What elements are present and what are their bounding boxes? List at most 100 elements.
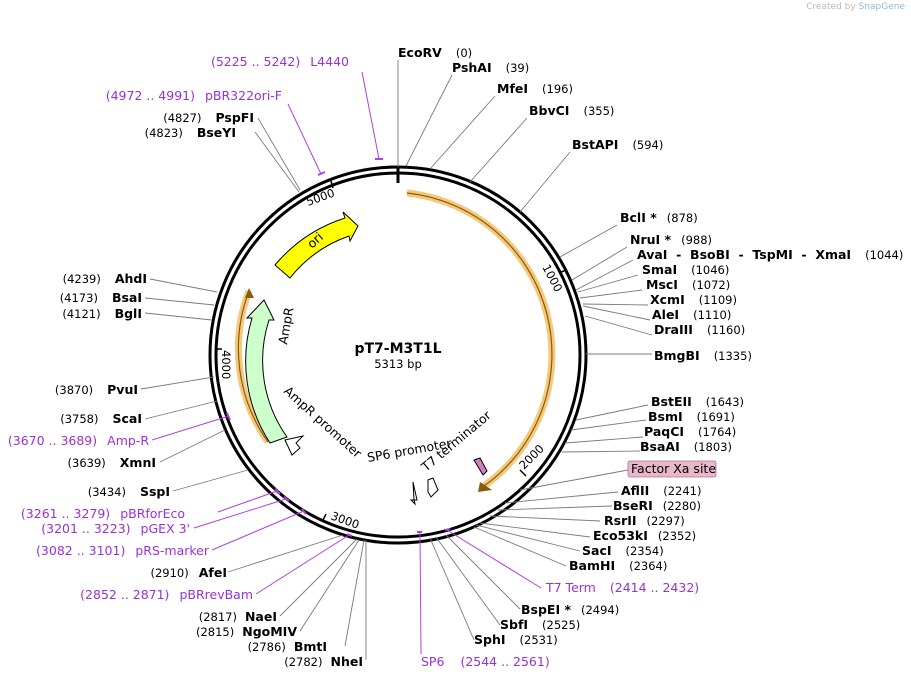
site-bbvci: BbvCI(355) (529, 103, 614, 118)
site-bsteii: BstEII(1643) (651, 394, 744, 409)
leader-sbfi (435, 536, 501, 626)
tick-2000-mark (519, 469, 527, 477)
leader-bsteii (575, 404, 649, 421)
site-ecorv: EcoRV(0) (398, 45, 472, 60)
plasmid-name: pT7-M3T1L (354, 341, 441, 357)
site-bsmi: BsmI(1691) (648, 409, 735, 424)
sp6-promoter-feature (409, 481, 418, 506)
site-leader-lines (140, 60, 653, 660)
primer-pbrforeco: (3261 .. 3279)pBRforEco (21, 506, 185, 521)
leader-factorxa (519, 469, 629, 491)
site-scai: (3758)ScaI (60, 411, 142, 426)
leader-pvui (140, 376, 215, 390)
leader-bbvci (469, 117, 528, 183)
leader-draiii (584, 315, 653, 336)
leader-mfei (429, 95, 496, 170)
site-bstapi: BstAPI(594) (572, 137, 663, 152)
primer-mark-t7term (444, 528, 451, 531)
site-xmni: (3639)XmnI (68, 455, 156, 470)
leader-smai (577, 274, 639, 293)
pleader-pbrrevbam (255, 534, 350, 595)
site-bmti: (2786)BmtI (248, 639, 327, 654)
leader-ahdi (149, 278, 218, 293)
leader-bsaai (561, 450, 641, 453)
site-msci: MscI(1072) (646, 277, 730, 292)
ampr-feature (245, 299, 288, 444)
site-bmgbi: BmgBI(1335) (654, 348, 752, 363)
leader-paqci (564, 436, 644, 444)
site-avai-group: AvaI - BsoBI - TspMI - XmaI(1044) (637, 247, 903, 262)
site-afei: (2910)AfeI (151, 565, 228, 580)
factor-xa-highlight (627, 460, 717, 478)
tick-1000-mark (558, 269, 567, 274)
site-saci: SacI(2354) (582, 543, 664, 558)
site-bseyi: (4823)BseYI (145, 125, 236, 140)
site-paqci: PaqCI(1764) (644, 424, 736, 439)
leader-nrui (571, 246, 628, 281)
leader-bgli (144, 312, 213, 321)
site-xcmi: XcmI(1109) (650, 292, 737, 307)
snapgene-credit: Created by SnapGene (806, 2, 905, 12)
leader-bstapi (519, 151, 571, 213)
leader-bseri (497, 505, 613, 511)
leader-scai (144, 400, 218, 420)
leader-pspfi (257, 117, 301, 191)
site-ngomiv: (2815)NgoMIV (196, 624, 297, 639)
site-nhei: (2782)NheI (284, 654, 363, 669)
leader-bcli (559, 224, 618, 258)
ampr-promoter-feature (284, 435, 305, 456)
site-draiii: DraIII(1160) (654, 322, 745, 337)
site-bcli: BclI *(878) (620, 210, 698, 225)
site-pvui: (3870)PvuI (55, 382, 138, 397)
site-bsai: (4173)BsaI (60, 290, 142, 305)
t7-arrow-feature (427, 477, 439, 498)
leader-avai (575, 259, 634, 291)
leader-bseyi (254, 131, 300, 193)
pleader-sp6 (419, 531, 422, 655)
t7-terminator-feature (473, 457, 488, 476)
site-nrui: NruI *(988) (630, 232, 712, 247)
leader-aflii (504, 491, 619, 504)
leader-rsrii (489, 515, 601, 522)
site-sphi: SphI(2531) (474, 632, 558, 647)
leader-pshai (405, 74, 453, 167)
primer-ampr: (3670 .. 3689)Amp-R (8, 433, 149, 448)
primer-pbrrevbam: (2852 .. 2871)pBRrevBam (80, 587, 253, 602)
pleader-pbrforeco (217, 490, 278, 513)
site-alei: AleI(1110) (652, 307, 731, 322)
leader-bmti (344, 539, 365, 647)
pleader-pbr322ori (287, 103, 322, 175)
leader-bsai (144, 297, 215, 306)
leader-eco53ki (479, 522, 591, 538)
plasmid-size: 5313 bp (374, 357, 422, 371)
leader-bsmi (570, 419, 647, 431)
site-bamhi: BamHI(2364) (569, 558, 667, 573)
leader-saci (475, 524, 581, 552)
site-mfei: MfeI(196) (497, 81, 573, 96)
orf-arrowhead (478, 482, 492, 492)
site-bsaai: BsaAI(1803) (640, 439, 732, 454)
primer-mark-pbrrevbam (346, 533, 353, 537)
site-smai: SmaI(1046) (642, 262, 729, 277)
site-aflii: AflII(2241) (621, 483, 702, 498)
ori-feature (274, 211, 359, 279)
tick-5000-mark (330, 180, 334, 189)
primer-pgex: (3201 .. 3223)pGEX 3' (41, 521, 190, 536)
factor-xa-label: Factor Xa site (631, 461, 716, 476)
leader-sspi (172, 469, 249, 492)
ampr-label: AmpR (275, 306, 296, 346)
leader-msci (579, 289, 643, 299)
snapgene-logo-text: SnapGene (858, 2, 905, 12)
site-eco53ki: Eco53kI(2352) (593, 528, 696, 543)
primer-t7term: T7 Term(2414 .. 2432) (545, 580, 699, 595)
primer-l4440: (5225 .. 5242)L4440 (211, 54, 349, 69)
primer-prs-marker: (3082 .. 3101)pRS-marker (36, 543, 210, 558)
pleader-l4440 (361, 71, 380, 160)
site-sbfi: SbfI(2525) (500, 617, 580, 632)
site-sspi: (3434)SspI (88, 484, 170, 499)
leader-afei (227, 534, 344, 573)
tick-3000-mark (322, 513, 327, 521)
site-bgli: (4121)BglI (62, 306, 142, 321)
primer-pbr322ori: (4972 .. 4991)pBR322ori-F (106, 88, 282, 103)
